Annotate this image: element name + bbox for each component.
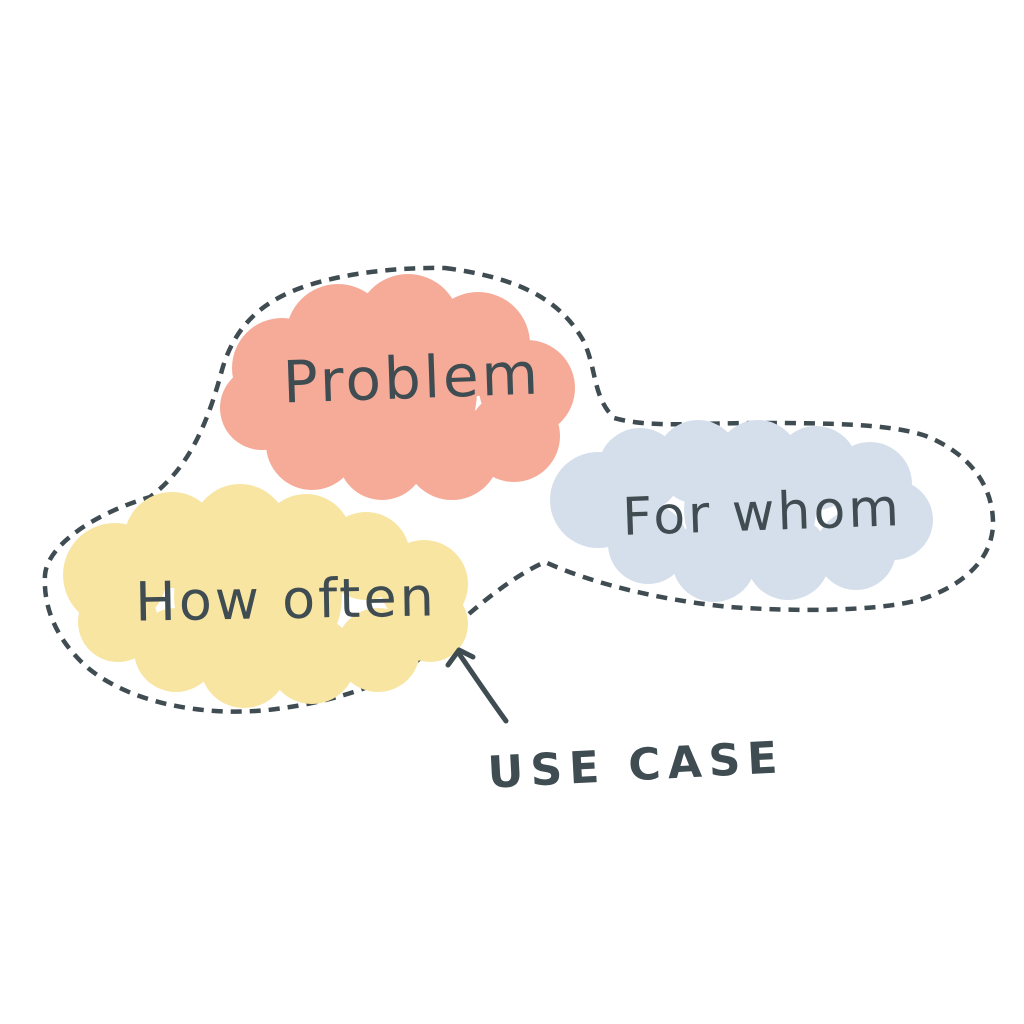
use-case-boundary-outline xyxy=(42,265,996,714)
for-whom-cloud xyxy=(550,420,933,602)
how-often-label: How often xyxy=(135,565,438,633)
problem-cloud xyxy=(220,274,575,500)
use-case-arrow-icon xyxy=(445,647,509,724)
for-whom-label: For whom xyxy=(621,478,903,548)
problem-label: Problem xyxy=(282,340,542,417)
how-often-cloud xyxy=(63,484,468,708)
use-case-caption: USE CASE xyxy=(486,732,785,798)
